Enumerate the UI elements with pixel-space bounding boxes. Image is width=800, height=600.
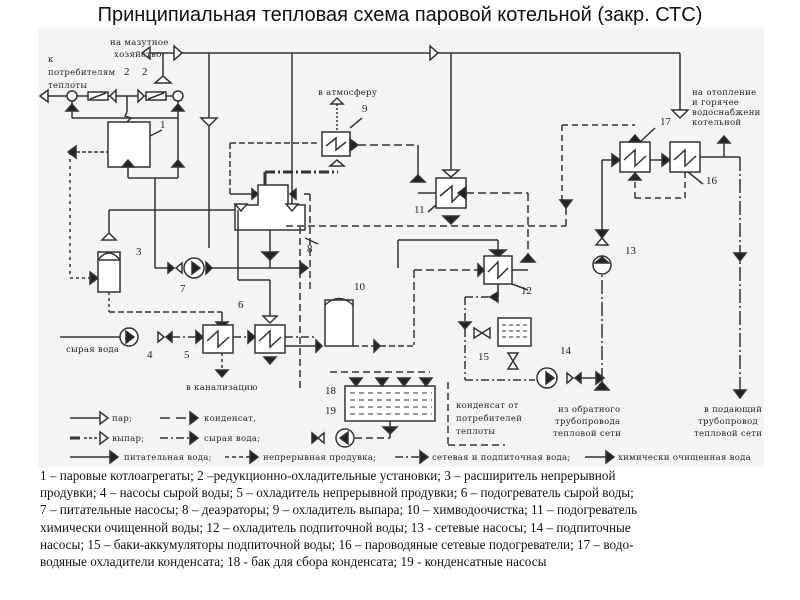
boiler-1 (107, 121, 151, 168)
num-14: 14 (560, 345, 572, 357)
caption-line: продувки; 4 – насосы сырой воды; 5 – охл… (40, 485, 634, 501)
legend-steam: пар; (112, 414, 132, 424)
svg-text:на отопление: на отопление (692, 88, 756, 98)
heating-label: на отопление и горячее водоснабжени коте… (692, 88, 761, 128)
sewer-label: в канализацию (186, 383, 258, 393)
mazut-label: на мазутное хозяйство (110, 38, 169, 60)
equipment-numbers: 1 2 2 3 4 5 6 7 8 9 10 11 12 13 14 15 16… (124, 66, 718, 417)
num-18: 18 (325, 385, 337, 397)
num-15: 15 (478, 351, 490, 363)
legend-network-water: сетевая и подпиточная вода; (432, 453, 571, 463)
num-13: 13 (625, 245, 637, 257)
svg-text:потребителей: потребителей (456, 413, 522, 424)
svg-text:и горячее: и горячее (692, 98, 739, 108)
num-2a: 2 (124, 66, 130, 78)
num-5: 5 (184, 349, 190, 361)
legend-blowdown: непрерывная продувка; (263, 453, 376, 463)
svg-text:теплоты: теплоты (456, 427, 495, 437)
legend-feed-water: питательная вода; (124, 453, 212, 463)
caption-line: химически очищенной воды; 12 – охладител… (40, 519, 631, 535)
svg-text:из обратного: из обратного (558, 404, 620, 415)
caption-line: водяные охладители конденсата; 18 - бак … (40, 554, 547, 570)
condensate-from-label: конденсат от потребителей теплоты (456, 401, 522, 437)
num-11: 11 (414, 204, 425, 216)
svg-text:теплоты: теплоты (48, 81, 87, 91)
atmosphere-label: в атмосферу (318, 88, 377, 98)
num-2b: 2 (142, 66, 148, 78)
svg-text:котельной: котельной (692, 118, 741, 128)
makeup-tank-15 (497, 317, 532, 347)
condensate-tank-18 (344, 385, 436, 422)
num-3: 3 (136, 246, 142, 258)
page-title: Принципиальная тепловая схема паровой ко… (97, 4, 703, 26)
num-6: 6 (238, 299, 244, 311)
caption-line: 1 – паровые котлоагрегаты; 2 –редукционн… (40, 468, 616, 483)
svg-text:в подающий: в подающий (704, 405, 762, 415)
caption-line: 7 – питательные насосы; 8 – деаэраторы; … (40, 502, 638, 518)
num-16: 16 (706, 175, 718, 187)
mazut-arrow-icon (140, 45, 151, 61)
num-9: 9 (362, 103, 368, 115)
equipment-caption: 1 – паровые котлоагрегаты; 2 –редукционн… (40, 467, 770, 570)
legend-raw-water: сырая вода; (204, 434, 260, 444)
legend: пар; конденсат, выпар; сырая вода; питат… (112, 414, 751, 463)
svg-text:конденсат от: конденсат от (456, 401, 519, 411)
num-4: 4 (147, 349, 153, 361)
legend-condensate: конденсат, (204, 414, 256, 424)
svg-text:тепловой сети: тепловой сети (553, 429, 621, 439)
supply-line-label: в подающий трубопровод тепловой сети (694, 405, 762, 439)
svg-text:потребителям: потребителям (48, 67, 116, 78)
svg-text:на мазутное: на мазутное (110, 38, 169, 48)
valve-icon (66, 90, 78, 102)
num-8: 8 (307, 243, 313, 255)
num-1: 1 (160, 119, 166, 131)
num-7: 7 (180, 283, 186, 295)
svg-text:к: к (48, 55, 54, 65)
svg-text:водоснабжени: водоснабжени (692, 107, 761, 118)
water-treatment-10 (324, 299, 354, 347)
svg-text:трубопровод: трубопровод (698, 416, 758, 427)
return-line-label: из обратного трубопровода тепловой сети (553, 404, 621, 439)
num-10: 10 (354, 281, 366, 293)
num-19: 19 (325, 405, 337, 417)
num-12: 12 (521, 285, 532, 297)
svg-text:хозяйство: хозяйство (114, 50, 162, 60)
blowdown-cooler-5 (202, 324, 234, 354)
raw-water-label: сырая вода (66, 345, 119, 355)
caption-line: насосы; 15 – баки-аккумуляторы подпиточн… (40, 536, 634, 552)
legend-vapor: выпар; (112, 434, 144, 444)
svg-text:тепловой сети: тепловой сети (694, 429, 762, 439)
steam-arrow-icon (173, 44, 184, 62)
consumers-arrow-icon (38, 88, 49, 104)
legend-chem-water: химически очищенная вода (618, 453, 751, 463)
svg-text:трубопровода: трубопровода (555, 416, 620, 427)
consumers-label: к потребителям теплоты (48, 55, 116, 91)
num-17: 17 (660, 116, 672, 128)
